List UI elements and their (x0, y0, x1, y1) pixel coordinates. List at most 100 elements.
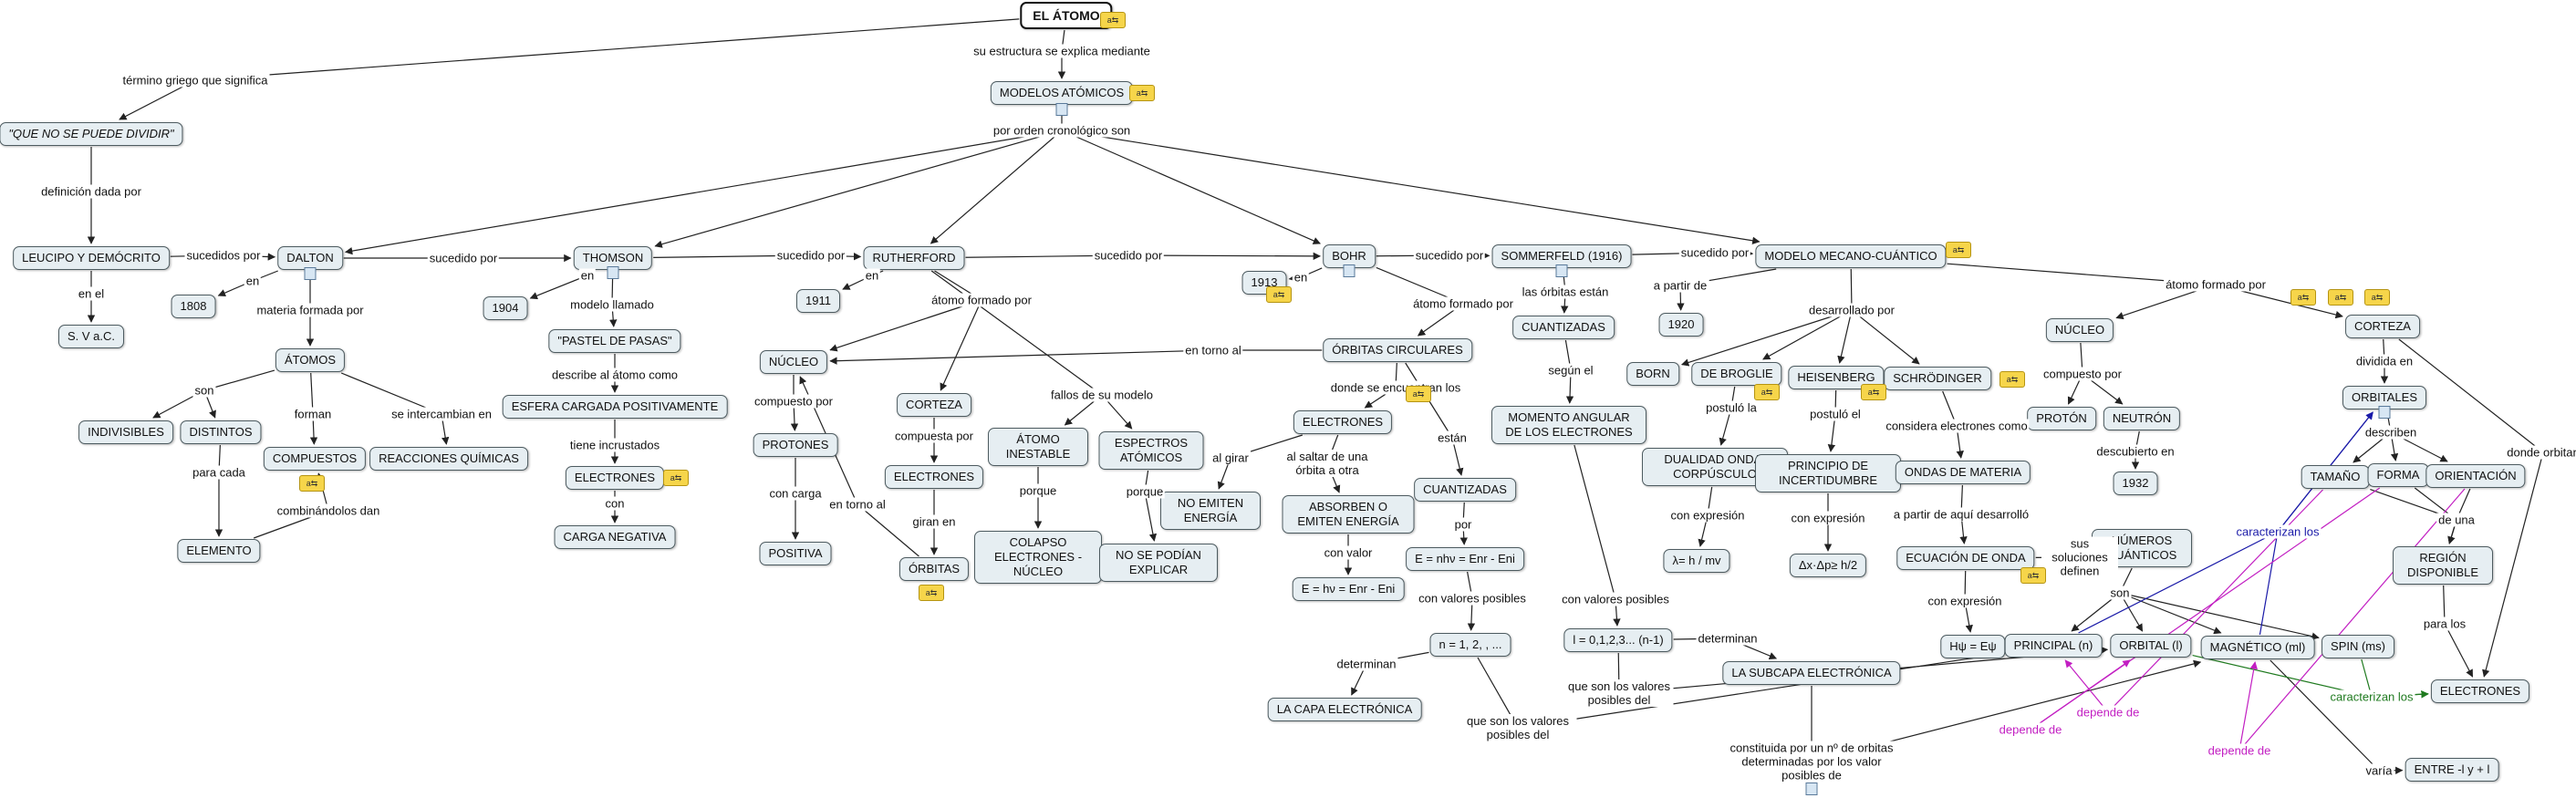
node-l01[interactable]: l = 0,1,2,3... (n-1) (1563, 628, 1673, 652)
link-label-definicion: definición dada por (39, 184, 143, 199)
node-proton[interactable]: PROTÓN (2027, 407, 2096, 430)
node-corteza-m[interactable]: CORTEZA (2345, 315, 2420, 338)
node-debroglie[interactable]: DE BROGLIE (1691, 362, 1782, 386)
node-y1911[interactable]: 1911 (796, 289, 840, 313)
node-orbitas[interactable]: ÓRBITAS (898, 557, 970, 581)
node-born[interactable]: BORN (1626, 362, 1679, 386)
node-electrones-m[interactable]: ELECTRONES (2430, 679, 2530, 703)
attachment-icon[interactable]: a⇆ (2290, 289, 2316, 306)
node-momento[interactable]: MOMENTO ANGULAR DE LOS ELECTRONES (1491, 406, 1646, 444)
node-leucipo[interactable]: LEUCIPO Y DEMÓCRITO (13, 246, 170, 270)
attachment-icon[interactable]: a⇆ (2000, 371, 2025, 388)
attachment-icon[interactable]: a⇆ (1754, 384, 1780, 400)
node-absorben[interactable]: ABSORBEN O EMITEN ENERGÍA (1282, 495, 1415, 534)
node-carga-neg[interactable]: CARGA NEGATIVA (554, 525, 676, 549)
node-positiva[interactable]: POSITIVA (759, 542, 832, 565)
node-entre[interactable]: ENTRE -l y + l (2405, 758, 2499, 782)
node-esfera[interactable]: ESFERA CARGADA POSITIVAMENTE (502, 395, 728, 419)
node-magnetico[interactable]: MAGNÉTICO (ml) (2200, 636, 2315, 659)
node-inestable[interactable]: ÁTOMO INESTABLE (988, 428, 1088, 466)
node-distintos[interactable]: DISTINTOS (180, 420, 262, 444)
node-colapso[interactable]: COLAPSO ELECTRONES - NÚCLEO (974, 531, 1102, 584)
attachment-icon[interactable]: a⇆ (1100, 12, 1126, 28)
node-noexplicar[interactable]: NO SE PODÍAN EXPLICAR (1099, 544, 1218, 582)
link-label-sucedido2: sucedido por (774, 248, 847, 263)
attachment-icon[interactable]: a⇆ (1129, 85, 1155, 101)
node-incertidumbre[interactable]: PRINCIPIO DE INCERTIDUMBRE (1755, 454, 1901, 492)
node-schrodinger[interactable]: SCHRÖDINGER (1884, 367, 1991, 390)
document-icon[interactable] (1055, 103, 1068, 116)
document-icon[interactable] (607, 266, 619, 279)
attachment-icon[interactable]: a⇆ (2020, 567, 2046, 584)
document-icon[interactable] (2378, 406, 2391, 419)
attachment-icon[interactable]: a⇆ (1946, 242, 1971, 258)
document-icon[interactable] (1805, 782, 1818, 795)
link-line-61-b (1837, 309, 1853, 364)
link-label-en-torno-al-b: en torno al (1183, 343, 1243, 358)
node-heisen-eq[interactable]: Δx·Δp≥ h/2 (1789, 554, 1867, 577)
node-nucleo-r[interactable]: NÚCLEO (759, 350, 828, 374)
attachment-icon[interactable]: a⇆ (1861, 384, 1886, 400)
node-thomson[interactable]: THOMSON (573, 246, 653, 270)
node-modelos[interactable]: MODELOS ATÓMICOS (990, 81, 1134, 105)
node-spin[interactable]: SPIN (ms) (2322, 635, 2394, 658)
node-forma[interactable]: FORMA (2367, 463, 2429, 487)
document-icon[interactable] (1555, 264, 1568, 277)
node-reacciones[interactable]: REACCIONES QUÍMICAS (369, 447, 528, 471)
node-ehv[interactable]: E = hν = Enr - Eni (1292, 577, 1405, 601)
node-lambda[interactable]: λ= h / mv (1663, 549, 1730, 573)
node-elemento[interactable]: ELEMENTO (177, 539, 261, 563)
node-atomos[interactable]: ÁTOMOS (275, 348, 346, 372)
attachment-icon[interactable]: a⇆ (1266, 286, 1292, 303)
attachment-icon[interactable]: a⇆ (663, 470, 689, 486)
node-sva[interactable]: S. V a.C. (57, 325, 125, 348)
node-orientacion[interactable]: ORIENTACIÓN (2425, 464, 2526, 488)
node-electrones-r[interactable]: ELECTRONES (884, 465, 984, 489)
document-icon[interactable] (1343, 264, 1356, 277)
node-corteza-r[interactable]: CORTEZA (897, 393, 971, 417)
node-orbitas-circ[interactable]: ÓRBITAS CIRCULARES (1323, 338, 1472, 362)
node-y1808[interactable]: 1808 (171, 295, 216, 318)
node-y1904[interactable]: 1904 (483, 296, 528, 320)
node-nose[interactable]: "QUE NO SE PUEDE DIVIDIR" (0, 122, 183, 146)
node-ondas[interactable]: ONDAS DE MATERIA (1895, 461, 2031, 484)
node-subcapa[interactable]: LA SUBCAPA ELECTRÓNICA (1722, 661, 1901, 685)
node-electrones-b[interactable]: ELECTRONES (1293, 410, 1393, 434)
node-tamano[interactable]: TAMAÑO (2301, 465, 2370, 489)
node-orbital-l[interactable]: ORBITAL (l) (2110, 634, 2192, 658)
node-y1913[interactable]: 1913 (1241, 271, 1287, 295)
node-principal[interactable]: PRINCIPAL (n) (2004, 634, 2103, 658)
node-neutron[interactable]: NEUTRÓN (2103, 407, 2181, 430)
node-y1920[interactable]: 1920 (1658, 313, 1704, 337)
node-n123[interactable]: n = 1, 2, , ... (1429, 633, 1511, 657)
node-ehv2[interactable]: E = nhν = Enr - Eni (1406, 547, 1524, 571)
node-capa[interactable]: LA CAPA ELECTRÓNICA (1267, 698, 1422, 721)
node-atomo[interactable]: EL ÁTOMO (1020, 2, 1113, 29)
node-compuestos[interactable]: COMPUESTOS (263, 447, 367, 471)
node-cuantizadas-b[interactable]: CUANTIZADAS (1414, 478, 1516, 502)
attachment-icon[interactable]: a⇆ (2328, 289, 2353, 306)
node-pastel[interactable]: "PASTEL DE PASAS" (548, 329, 681, 353)
node-hpsi[interactable]: Hψ = Eψ (1940, 635, 2006, 658)
node-region[interactable]: REGIÓN DISPONIBLE (2393, 546, 2493, 585)
node-noemiten[interactable]: NO EMITEN ENERGÍA (1160, 492, 1261, 530)
node-electrones-t[interactable]: ELECTRONES (565, 466, 665, 490)
attachment-icon[interactable]: a⇆ (919, 585, 944, 601)
link-label-caracterizan-green: caracterizan los (2328, 689, 2415, 704)
node-bohr[interactable]: BOHR (1323, 244, 1376, 268)
node-indivisibles[interactable]: INDIVISIBLES (78, 420, 173, 444)
attachment-icon[interactable]: a⇆ (299, 475, 325, 492)
document-icon[interactable] (304, 267, 317, 280)
node-rutherford[interactable]: RUTHERFORD (863, 246, 965, 270)
node-nucleo-m[interactable]: NÚCLEO (2045, 318, 2114, 342)
node-dalton[interactable]: DALTON (277, 246, 343, 270)
node-mecano[interactable]: MODELO MECANO-CUÁNTICO (1755, 244, 1947, 268)
node-protones[interactable]: PROTONES (753, 433, 838, 457)
node-orbitales[interactable]: ORBITALES (2342, 386, 2427, 409)
attachment-icon[interactable]: a⇆ (2364, 289, 2390, 306)
attachment-icon[interactable]: a⇆ (1406, 386, 1431, 402)
node-cuantizadas-s[interactable]: CUANTIZADAS (1512, 316, 1615, 339)
node-ecuacion[interactable]: ECUACIÓN DE ONDA (1896, 546, 2035, 570)
node-y1932[interactable]: 1932 (2113, 472, 2158, 495)
node-espectros[interactable]: ESPECTROS ATÓMICOS (1098, 431, 1204, 470)
